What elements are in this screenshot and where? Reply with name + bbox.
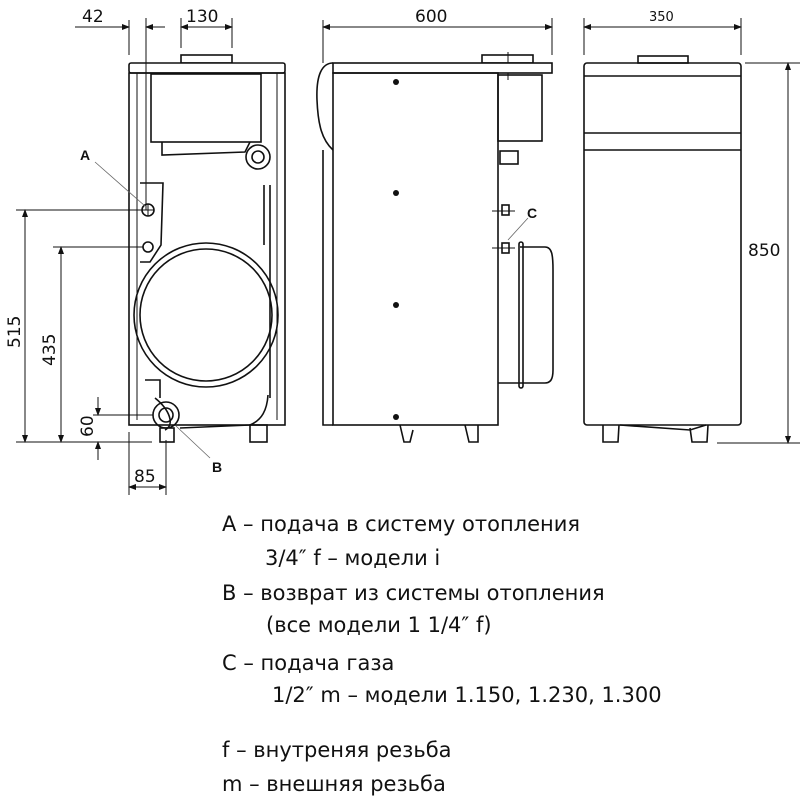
label-c: C xyxy=(527,205,537,221)
rear-casing xyxy=(583,62,742,426)
dim-height-a: 515 xyxy=(5,316,25,348)
front-casing xyxy=(128,72,286,426)
label-b: B xyxy=(212,459,222,475)
dim-offset-a: 42 xyxy=(82,7,104,27)
dim-offset-b: 85 xyxy=(134,467,156,487)
pump xyxy=(245,144,271,170)
legend-f-note: f – внутреняя резьба xyxy=(222,738,452,762)
dim-height-gas: 435 xyxy=(40,334,60,366)
legend-c-detail: 1/2″ m – модели 1.150, 1.230, 1.300 xyxy=(272,683,662,707)
front-view: A B xyxy=(80,54,286,475)
rear-view: 350 850 xyxy=(583,10,800,444)
dim-height: 850 xyxy=(748,241,780,261)
top-plate xyxy=(332,62,553,74)
legend-b-detail: (все модели 1 1/4″ f) xyxy=(266,613,492,637)
dim-height-b: 60 xyxy=(78,415,98,437)
label-a: A xyxy=(80,147,90,163)
dim-depth: 600 xyxy=(415,7,447,27)
heat-exchanger xyxy=(133,242,279,388)
flue-collar xyxy=(180,54,233,64)
draft-hood-side xyxy=(497,74,543,142)
legend-b: B – возврат из системы отопления xyxy=(222,581,605,605)
gas-valve xyxy=(499,150,519,165)
legend-a-detail: 3/4″ f – модели i xyxy=(265,546,441,570)
front-dimensions: 42 130 515 435 60 85 xyxy=(5,7,233,495)
dim-width: 350 xyxy=(649,10,674,25)
legend-m-note: m – внешняя резьба xyxy=(222,772,446,796)
dim-flue: 130 xyxy=(186,7,218,27)
side-view: C 600 xyxy=(316,7,554,443)
side-casing xyxy=(332,72,499,426)
top-cover xyxy=(128,62,286,74)
draft-hood xyxy=(150,73,262,143)
connection-b xyxy=(152,401,180,429)
legend-c: C – подача газа xyxy=(222,651,395,675)
expansion-tank xyxy=(518,241,524,389)
legend-a: A – подача в систему отопления xyxy=(222,512,581,536)
